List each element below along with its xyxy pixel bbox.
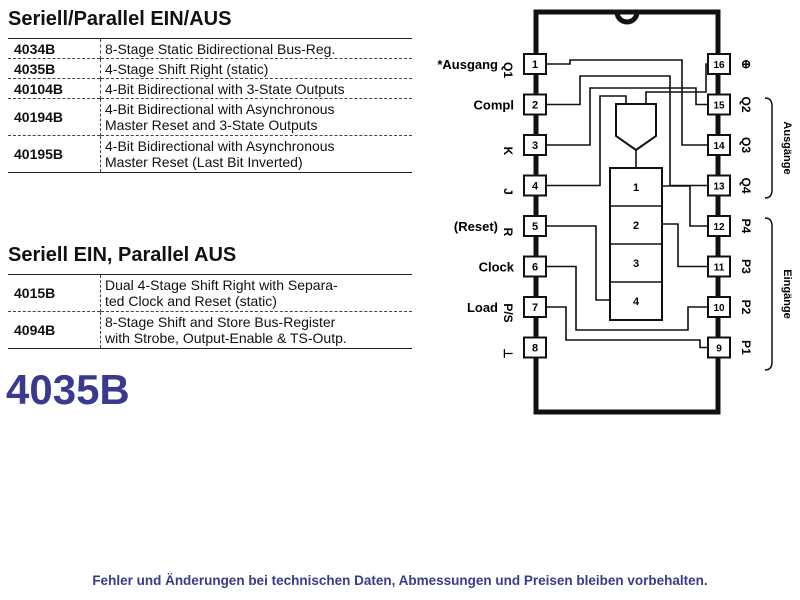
pin-signal-label: R [501,228,515,237]
pin-number: 10 [713,303,725,314]
description-line: 4-Bit Bidirectional with Asynchronous [105,138,335,154]
inputs-bracket [764,217,773,371]
pin-number: 4 [532,181,539,193]
pin-number: 8 [532,343,538,355]
pin-number: 6 [532,262,538,274]
pin-signal-label: J [501,188,515,195]
pin-function-label: *Ausgang [437,57,498,72]
pin-number: 3 [532,140,538,152]
pin-number: 15 [713,101,725,112]
description-line: with Strobe, Output-Enable & TS-Outp. [105,330,347,346]
footer-disclaimer: Fehler und Änderungen bei technischen Da… [92,573,708,588]
outputs-group-label: Ausgänge [781,121,793,174]
part-number: 40104B [8,78,101,99]
part-description: 8-Stage Static Bidirectional Bus-Reg. [101,39,413,59]
pin-function-label: Load [467,300,498,315]
pin-signal-label: Q2 [739,96,753,112]
shift-stage: 2 [633,220,639,232]
pin-signal-label: P1 [739,340,753,355]
description-line: 4-Stage Shift Right (static) [105,60,269,77]
chip-body [533,9,721,415]
pin-number: 5 [532,221,538,233]
pin-number: 16 [713,60,725,71]
pin-signal-label: ⊥ [501,348,515,358]
part-number: 4035B [8,58,101,79]
section2-title: Seriell EIN, Parallel AUS [8,244,237,266]
part-description: 4-Stage Shift Right (static) [101,59,413,79]
pin-number: 13 [713,182,725,193]
description-line: 8-Stage Shift and Store Bus-Register [105,314,336,330]
part-number: 40195B [8,135,101,173]
description-line: 8-Stage Static Bidirectional Bus-Reg. [105,40,336,57]
pin-number: 9 [716,344,722,355]
pin-number: 14 [713,141,725,152]
pin-8 [523,336,547,359]
part-number: 4034B [8,38,101,59]
pin-function-label: (Reset) [454,219,498,234]
description-line: Master Reset (Last Bit Inverted) [105,154,303,170]
shift-stage: 3 [633,258,639,270]
part-description: 4-Bit Bidirectional with 3-State Outputs [101,79,413,99]
pin-signal-label: Q4 [739,177,753,193]
description-line: ted Clock and Reset (static) [105,293,277,309]
pin-function-label: Compl [474,98,514,113]
pin-signal-label: P4 [739,219,753,234]
pin-signal-label: Q1 [501,62,515,78]
pinout-diagram: 1Q1*Ausgang2Compl3K4J5R(Reset)6Clock7P/S… [437,9,793,415]
part-number: 40194B [8,98,101,136]
part-title: 4035B [6,366,130,413]
description-line: Master Reset and 3-State Outputs [105,117,318,133]
pin-signal-label: P/S [501,303,515,322]
pin-number: 1 [532,59,538,71]
pin-signal-label: P3 [739,259,753,274]
part-number: 4015B [8,274,101,312]
part-description: Dual 4-Stage Shift Right with Separa-ted… [101,275,413,312]
chip-notch [614,11,640,25]
shift-stage: 4 [633,296,640,308]
pin-function-label: Clock [479,260,515,275]
pin-number: 11 [714,263,725,274]
pin-number: 2 [532,100,538,112]
pin-number: 12 [713,222,725,233]
part-number: 4094B [8,311,101,349]
description-line: 4-Bit Bidirectional with Asynchronous [105,101,335,117]
description-line: 4-Bit Bidirectional with 3-State Outputs [105,80,345,97]
description-line: Dual 4-Stage Shift Right with Separa- [105,277,338,293]
pin-number: 7 [532,302,538,314]
section1-title: Seriell/Parallel EIN/AUS [8,8,232,30]
shift-stage: 1 [633,182,639,194]
pin-signal-label: Q3 [739,137,753,153]
pin-signal-label: ⊕ [741,57,751,71]
inputs-group-label: Eingänge [781,269,793,319]
outputs-bracket [764,97,773,199]
pin-signal-label: K [501,147,515,156]
pin-signal-label: P2 [739,300,753,315]
gate-symbol [615,103,657,152]
